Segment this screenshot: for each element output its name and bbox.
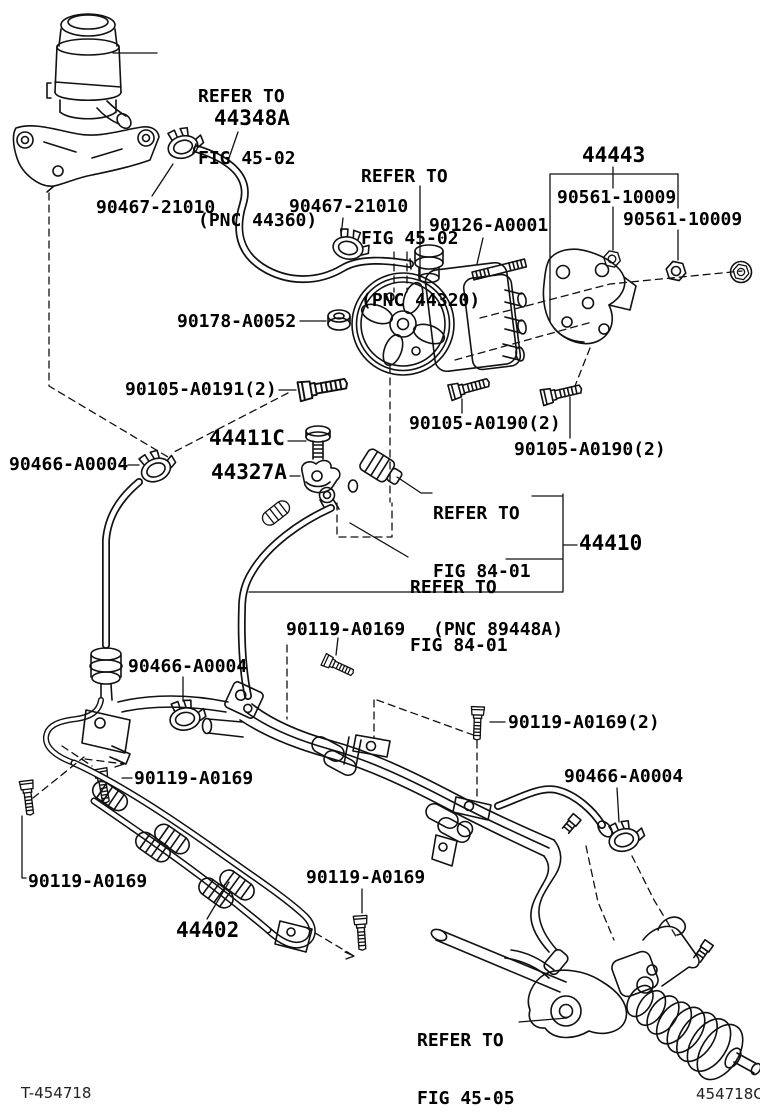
label-90119-a0169-bottom-left: 90119-A0169 bbox=[28, 871, 148, 892]
pressure-hose-44410-drawing bbox=[237, 504, 335, 700]
bolt-90105-a0190-drawing-1 bbox=[447, 373, 492, 402]
label-44402: 44402 bbox=[176, 918, 240, 942]
label-90467-21010-1: 90467-21010 bbox=[96, 197, 216, 218]
figure-code-left: T-454718 bbox=[21, 1084, 92, 1102]
dashed-arrowheads bbox=[114, 758, 355, 960]
ref-fig8401: REFER TO FIG 84-01 bbox=[410, 577, 508, 656]
label-90561-10009-2: 90561-10009 bbox=[623, 209, 743, 230]
steering-gear-drawing bbox=[430, 916, 760, 1081]
label-90119-a0169-mid: 90119-A0169 bbox=[286, 619, 406, 640]
oring-drawing bbox=[347, 479, 359, 493]
pump-drawing bbox=[351, 244, 527, 376]
ref-fig4502-44320: REFER TO FIG 45-02 (PNC 44320) bbox=[361, 166, 481, 311]
dashed-lines bbox=[32, 192, 743, 957]
figure-code-right: 454718C bbox=[696, 1085, 760, 1103]
label-90126-a0001: 90126-A0001 bbox=[429, 215, 549, 236]
hose-44348a-drawing bbox=[192, 143, 414, 284]
label-90467-21010-2: 90467-21010 bbox=[289, 196, 409, 217]
label-90466-a0004-3: 90466-A0004 bbox=[564, 766, 684, 787]
label-90466-a0004-2: 90466-A0004 bbox=[128, 656, 248, 677]
clamp-44327a-drawing bbox=[300, 459, 341, 494]
pressure-switch-drawing bbox=[359, 448, 403, 485]
label-90105-a0190-2: 90105-A0190(2) bbox=[514, 439, 666, 460]
bolt-90105-a0190-drawing-2 bbox=[539, 380, 585, 407]
leader-lines bbox=[21, 52, 679, 1023]
nut-90178-drawing bbox=[327, 309, 351, 331]
union-44411c-drawing bbox=[305, 425, 331, 460]
label-90466-a0004-1: 90466-A0004 bbox=[9, 454, 129, 475]
stud-90126-drawing bbox=[471, 258, 528, 281]
label-90119-a0169-bottom-mid: 90119-A0169 bbox=[306, 867, 426, 888]
label-90105-a0190-1: 90105-A0190(2) bbox=[409, 413, 561, 434]
label-90119-a0169-left: 90119-A0169 bbox=[134, 768, 254, 789]
reservoir-drawing bbox=[12, 13, 160, 193]
label-44410: 44410 bbox=[579, 531, 643, 555]
label-90119-a0169-pair: 90119-A0169(2) bbox=[508, 712, 660, 733]
ref-fig4502-44360: REFER TO FIG 45-02 (PNC 44360) bbox=[198, 86, 318, 231]
label-90178-a0052: 90178-A0052 bbox=[177, 311, 297, 332]
bolt-90119-bottom-left-drawing bbox=[18, 779, 38, 817]
bolt-90105-a0191-drawing bbox=[296, 372, 350, 403]
label-90105-a0191: 90105-A0191(2) bbox=[125, 379, 277, 400]
label-44443: 44443 bbox=[582, 143, 646, 167]
ref-fig4505-44250: REFER TO FIG 45-05 (PNC 44250) bbox=[417, 1030, 515, 1109]
return-hose-drawing bbox=[89, 478, 143, 701]
label-44327a: 44327A bbox=[211, 460, 287, 484]
label-44411c: 44411C bbox=[209, 426, 285, 450]
clamp-90466-drawing-3 bbox=[603, 815, 648, 856]
bolt-90119-bottom-mid-drawing bbox=[352, 914, 370, 952]
ref-fig8401-89448a: REFER TO FIG 84-01 (PNC 89448A) bbox=[433, 503, 564, 640]
label-44348a: 44348A bbox=[214, 106, 290, 130]
tube-network-drawing bbox=[43, 681, 613, 953]
bolt-90119-mid-drawing bbox=[320, 652, 357, 680]
bracket-44443-drawing bbox=[542, 248, 637, 345]
label-90561-10009-1: 90561-10009 bbox=[557, 187, 677, 208]
clamp-90466-drawing-2 bbox=[166, 696, 209, 734]
